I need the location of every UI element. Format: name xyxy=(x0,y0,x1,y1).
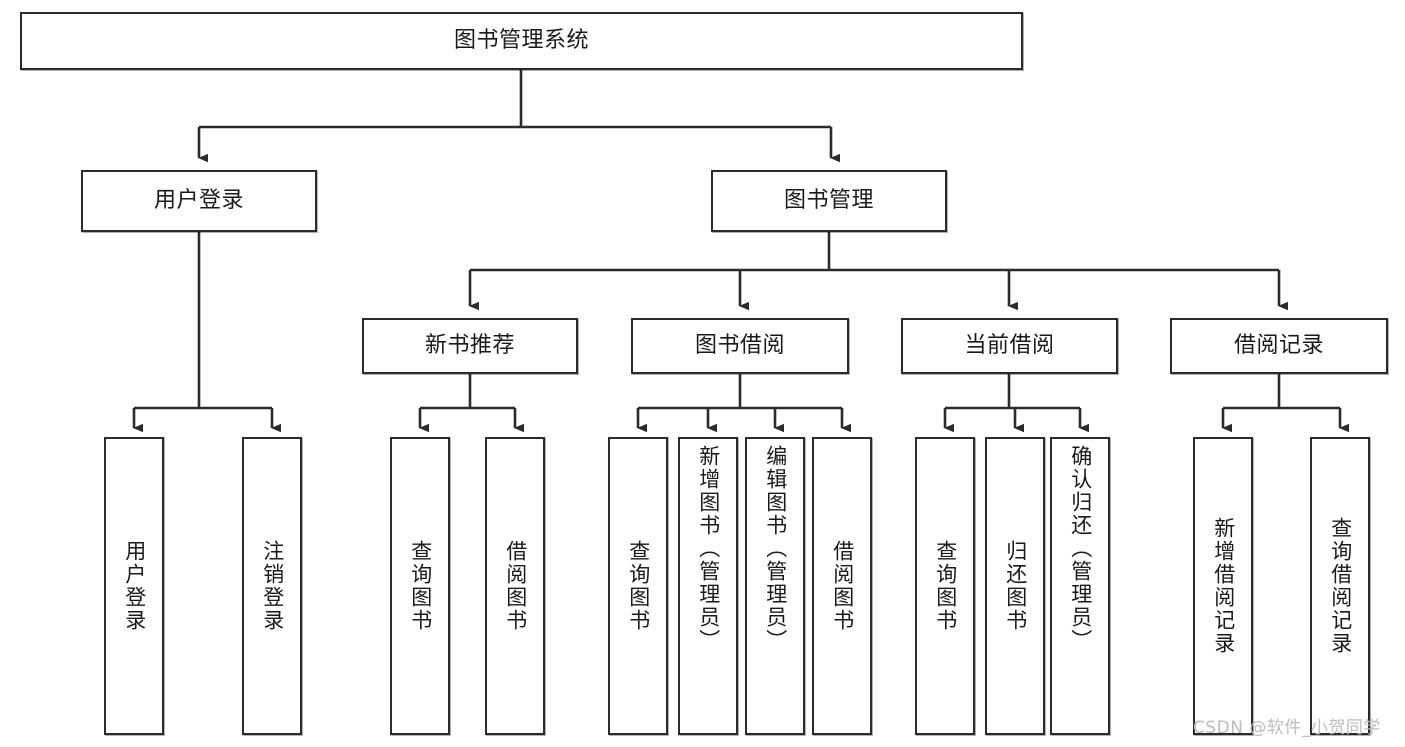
node-current-borrow-label: 当前借阅 xyxy=(964,332,1055,358)
node-new-book-rec[interactable]: 新书推荐 xyxy=(362,318,578,374)
edges-book-borrow-leaves xyxy=(636,374,851,433)
leaf-query-book-borrow[interactable]: 查询图书 xyxy=(608,437,668,735)
edges-user-login-leaves xyxy=(132,232,281,433)
leaf-confirm-return-label: 确认归还（管理员） xyxy=(1068,445,1093,652)
node-root[interactable]: 图书管理系统 xyxy=(20,12,1023,70)
node-user-login-label: 用户登录 xyxy=(153,187,244,213)
edges-book-manage-level3 xyxy=(468,232,1288,311)
node-new-book-rec-label: 新书推荐 xyxy=(424,332,515,358)
leaf-borrow-book-rec[interactable]: 借阅图书 xyxy=(485,437,545,735)
node-book-borrow[interactable]: 图书借阅 xyxy=(631,318,849,374)
leaf-user-login[interactable]: 用户登录 xyxy=(104,437,164,735)
edges-borrow-record-leaves xyxy=(1221,374,1349,433)
leaf-confirm-return[interactable]: 确认归还（管理员） xyxy=(1050,437,1110,735)
leaf-user-login-label: 用户登录 xyxy=(122,540,147,632)
leaf-query-book-rec[interactable]: 查询图书 xyxy=(390,437,450,735)
leaf-user-logout[interactable]: 注销登录 xyxy=(242,437,302,735)
node-borrow-record[interactable]: 借阅记录 xyxy=(1170,318,1388,374)
node-borrow-record-label: 借阅记录 xyxy=(1233,332,1324,358)
node-book-manage[interactable]: 图书管理 xyxy=(711,170,947,232)
leaf-add-book[interactable]: 新增图书（管理员） xyxy=(678,437,738,735)
node-book-manage-label: 图书管理 xyxy=(783,187,874,213)
leaf-add-record-label: 新增借阅记录 xyxy=(1211,517,1236,655)
node-root-label: 图书管理系统 xyxy=(453,27,589,53)
leaf-query-record[interactable]: 查询借阅记录 xyxy=(1310,437,1370,735)
edges-new-book-rec-leaves xyxy=(418,374,524,433)
leaf-query-book-rec-label: 查询图书 xyxy=(408,540,433,632)
leaf-query-record-label: 查询借阅记录 xyxy=(1328,517,1353,655)
leaf-add-book-label: 新增图书（管理员） xyxy=(696,445,721,652)
leaf-query-book-borrow-label: 查询图书 xyxy=(626,540,651,632)
csdn-watermark: CSDN @软件_小贺同学 xyxy=(1193,718,1381,738)
node-current-borrow[interactable]: 当前借阅 xyxy=(901,318,1118,374)
leaf-borrow-book-rec-label: 借阅图书 xyxy=(503,540,528,632)
leaf-edit-book-label: 编辑图书（管理员） xyxy=(763,445,788,652)
edges-current-borrow-leaves xyxy=(943,374,1089,433)
leaf-user-logout-label: 注销登录 xyxy=(260,540,285,632)
leaf-query-book-cur[interactable]: 查询图书 xyxy=(915,437,975,735)
leaf-borrow-book[interactable]: 借阅图书 xyxy=(812,437,872,735)
leaf-query-book-cur-label: 查询图书 xyxy=(933,540,958,632)
leaf-borrow-book-label: 借阅图书 xyxy=(830,540,855,632)
leaf-return-book-label: 归还图书 xyxy=(1003,540,1028,632)
leaf-return-book[interactable]: 归还图书 xyxy=(985,437,1045,735)
node-user-login[interactable]: 用户登录 xyxy=(81,170,317,232)
leaf-add-record[interactable]: 新增借阅记录 xyxy=(1193,437,1253,735)
edges-root-level2 xyxy=(197,70,840,163)
leaf-edit-book[interactable]: 编辑图书（管理员） xyxy=(745,437,805,735)
node-book-borrow-label: 图书借阅 xyxy=(694,332,785,358)
